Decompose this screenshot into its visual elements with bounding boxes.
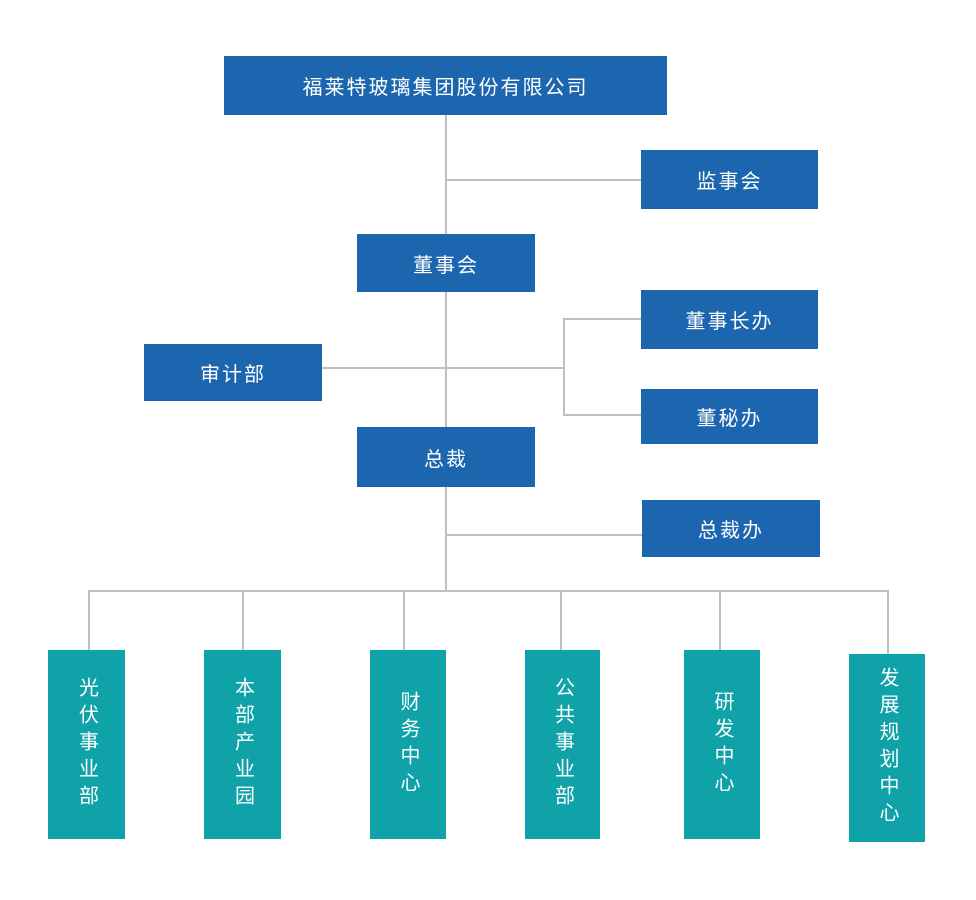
org-node-president: 总裁 [357,427,535,487]
connector-departments-horizontal [88,590,889,592]
connector-dept-drop-3 [403,592,405,650]
connector-audit-dept [322,367,565,369]
dept-label: 发展规划中心 [876,667,898,829]
connector-supervisory-board [446,179,641,181]
dept-label: 本部产业园 [231,677,254,812]
connector-dept-drop-1 [88,592,90,650]
org-node-dept-finance-center: 财务中心 [370,650,446,839]
connector-dept-drop-2 [242,592,244,650]
org-node-dept-pv-division: 光伏事业部 [48,650,125,839]
connector-chairman-office [565,318,641,320]
connector-offices-bracket [563,318,565,416]
connector-trunk-vertical [445,115,447,592]
connector-president-office [446,534,642,536]
org-node-board-of-directors: 董事会 [357,234,535,292]
dept-label: 财务中心 [397,690,419,799]
org-node-board-secretary-office: 董秘办 [641,389,818,444]
connector-dept-drop-4 [560,592,562,650]
org-node-company: 福莱特玻璃集团股份有限公司 [224,56,667,115]
org-node-dept-public-affairs-division: 公共事业部 [525,650,600,839]
org-node-president-office: 总裁办 [642,500,820,557]
org-node-chairman-office: 董事长办 [641,290,818,349]
connector-board-secretary-office [565,414,641,416]
dept-label: 研发中心 [711,690,733,799]
org-node-dept-development-planning-center: 发展规划中心 [849,654,925,842]
org-node-audit-dept: 审计部 [144,344,322,401]
dept-label: 光伏事业部 [75,677,98,812]
org-node-dept-rd-center: 研发中心 [684,650,760,839]
org-node-dept-hq-industrial-park: 本部产业园 [204,650,281,839]
connector-dept-drop-6 [887,592,889,654]
org-node-supervisory-board: 监事会 [641,150,818,209]
connector-dept-drop-5 [719,592,721,650]
dept-label: 公共事业部 [551,677,574,812]
